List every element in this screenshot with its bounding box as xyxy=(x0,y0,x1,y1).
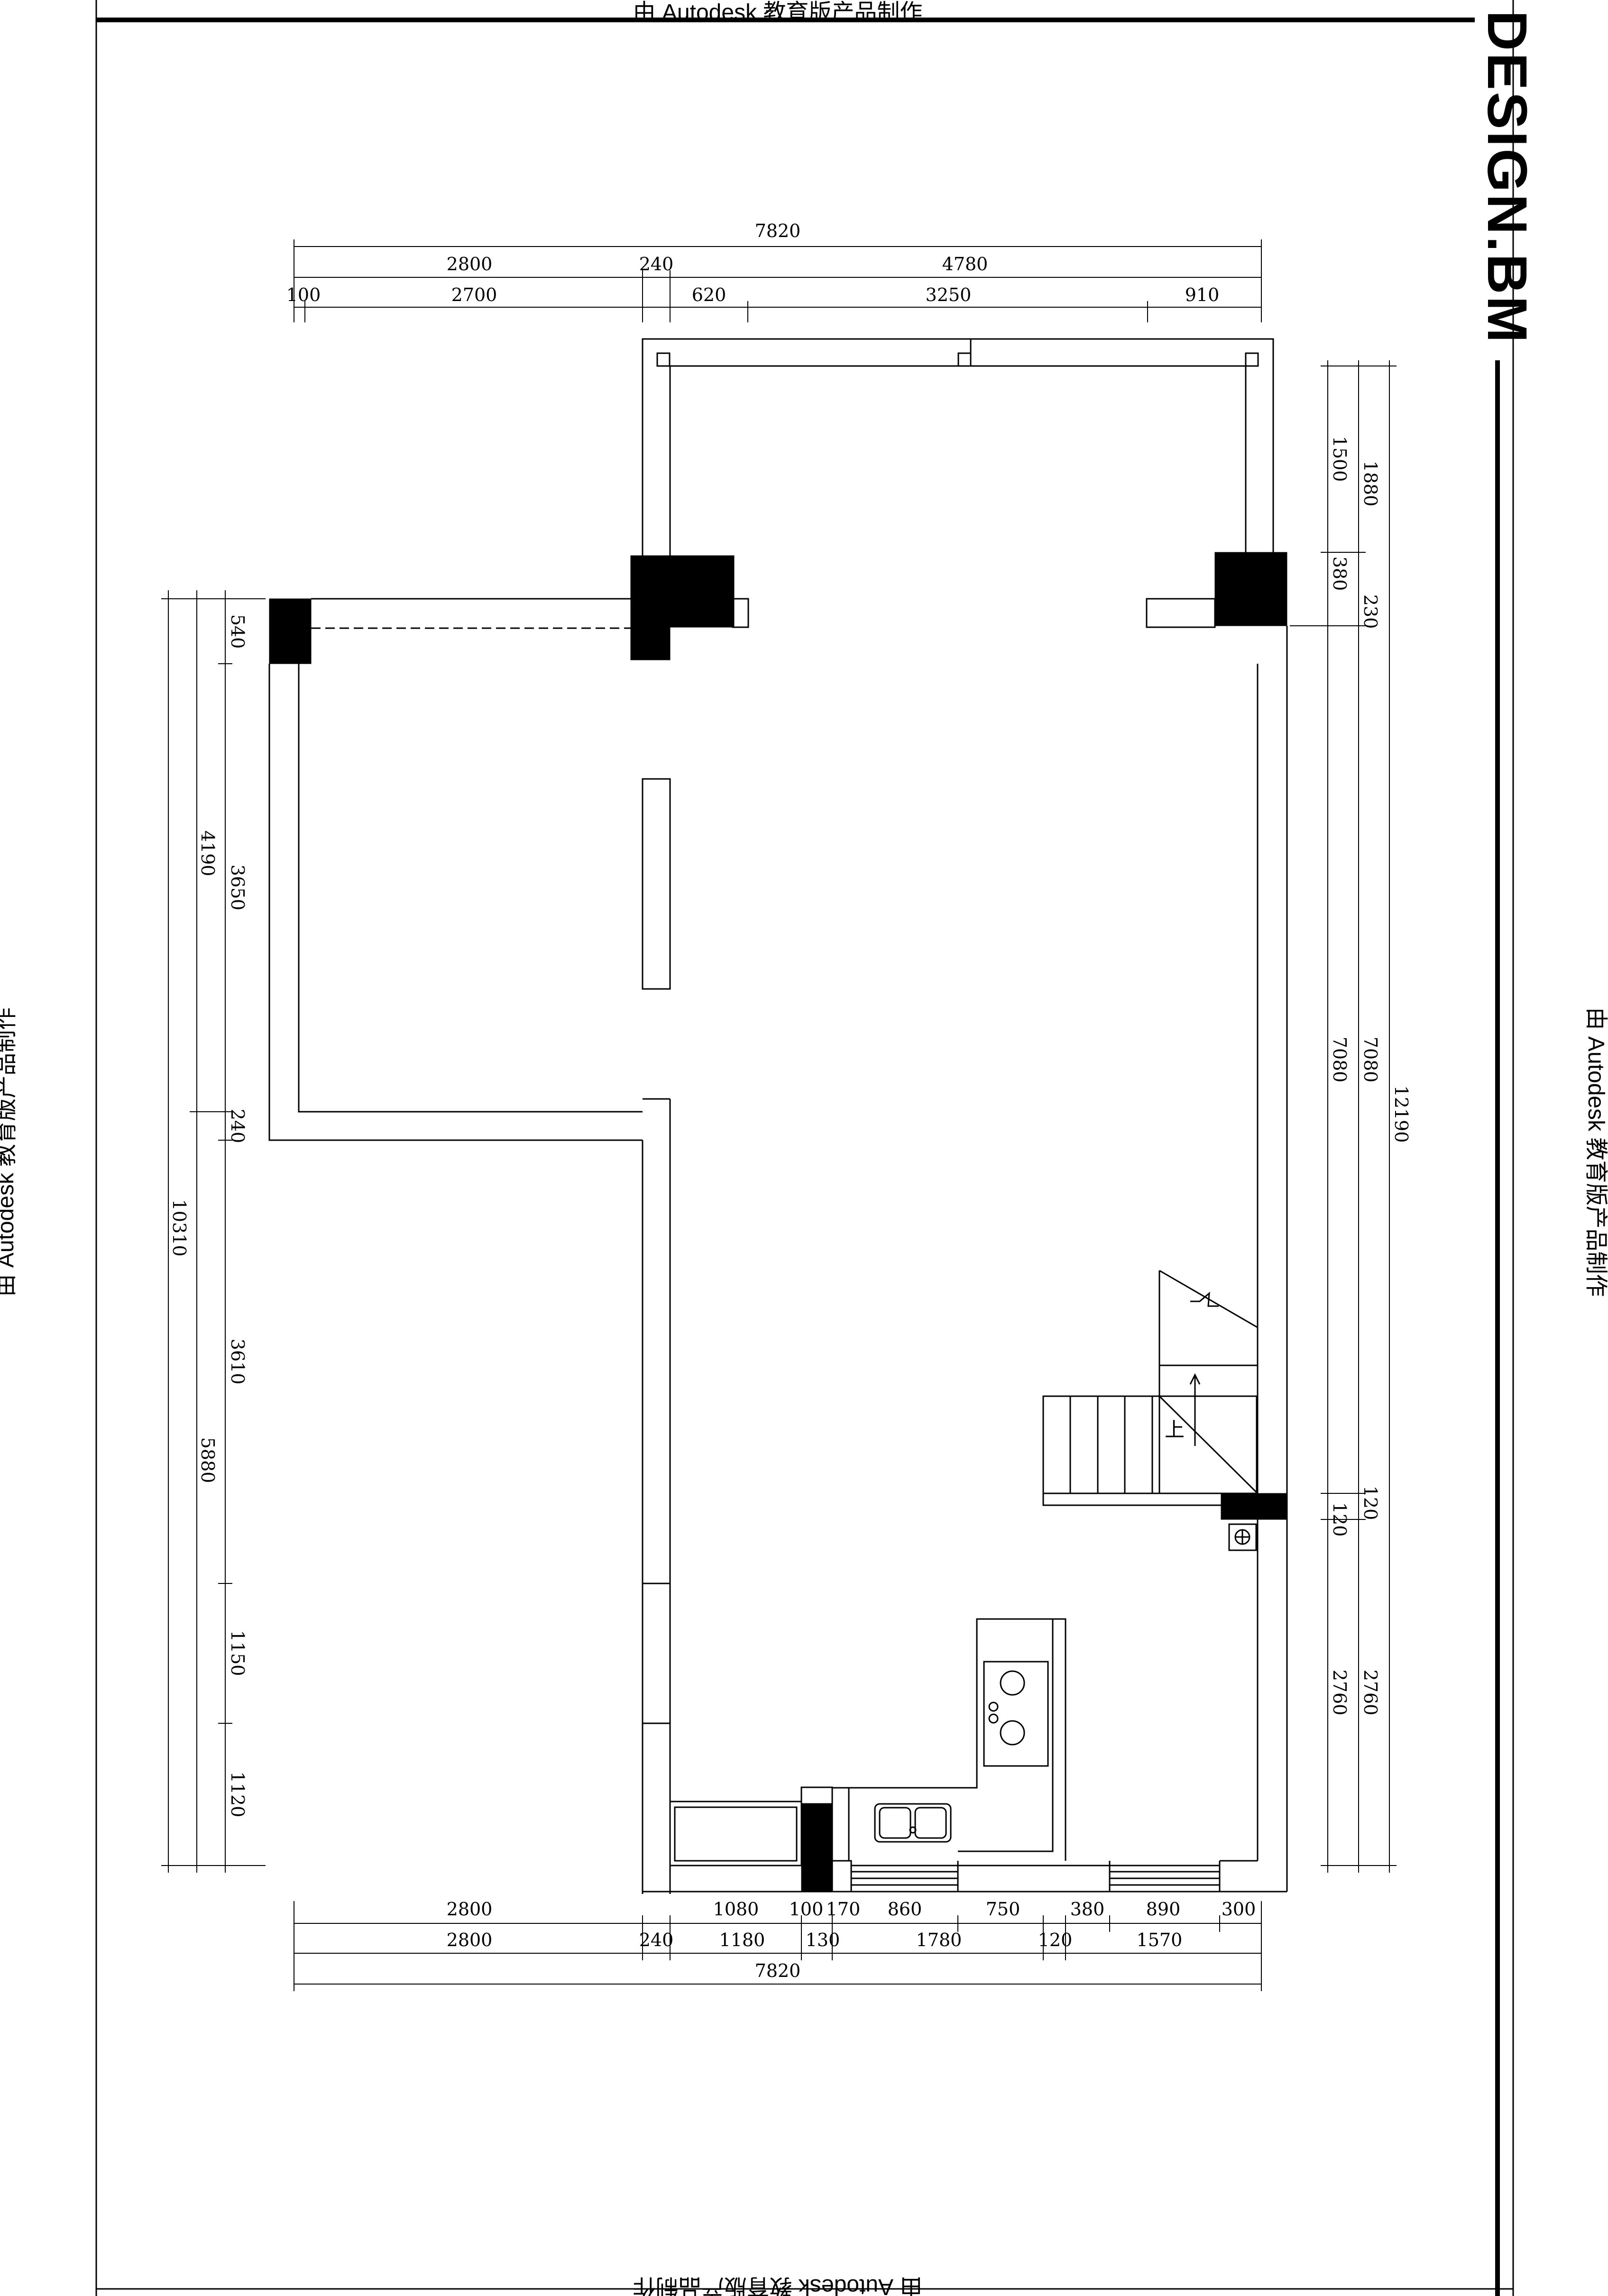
dim-top-r1-2: 4780 xyxy=(942,254,988,274)
dim-right-in-1: 380 xyxy=(1329,557,1350,591)
brand-logo: DESIGN.BM xyxy=(1476,10,1538,345)
dim-top-total: 7820 xyxy=(755,220,801,241)
dim-bot-total: 7820 xyxy=(755,1960,801,1981)
dim-right-mid-2: 7080 xyxy=(1360,1037,1381,1083)
dim-bot-r1-0: 2800 xyxy=(447,1899,493,1920)
dim-right-in-4: 2760 xyxy=(1329,1670,1350,1716)
dim-left-in-5: 1120 xyxy=(227,1772,248,1818)
watermark-right: 由 Autodesk 教育版产品制作 xyxy=(1583,1007,1608,1297)
dim-right-in-0: 1500 xyxy=(1329,436,1350,482)
dim-left-mid-1: 5880 xyxy=(197,1437,218,1483)
dim-right-outer: 12190 xyxy=(1391,1086,1412,1143)
dim-bot-r2-2: 1180 xyxy=(719,1930,765,1950)
columns xyxy=(269,552,1287,1892)
dim-bot-r2-4: 1780 xyxy=(916,1930,962,1950)
dim-bot-r2-3: 130 xyxy=(806,1930,840,1950)
dim-bot-r1-2: 100 xyxy=(789,1899,824,1920)
watermark-bottom: 由 Autodesk 教育版产品制作 xyxy=(633,2274,923,2296)
dim-top-r1-1: 240 xyxy=(639,254,674,274)
dim-right-mid-0: 1880 xyxy=(1360,461,1381,507)
dim-left-in-0: 540 xyxy=(227,614,248,649)
dim-left-in-3: 3610 xyxy=(227,1339,248,1385)
dim-left-in-4: 1150 xyxy=(227,1630,248,1676)
sheet-frame xyxy=(95,0,1514,2296)
dim-top-r2-1: 2700 xyxy=(451,284,497,305)
dim-bot-r2-5: 120 xyxy=(1038,1930,1073,1950)
dim-right-in-3: 120 xyxy=(1329,1502,1350,1537)
dim-left-outer: 10310 xyxy=(169,1199,190,1257)
dim-bot-r1-7: 890 xyxy=(1146,1899,1181,1920)
dim-bot-r1-3: 170 xyxy=(826,1899,861,1920)
dim-bot-r1-5: 750 xyxy=(986,1899,1020,1920)
dim-right-in-2: 7080 xyxy=(1329,1037,1350,1083)
dim-bot-r2-0: 2800 xyxy=(447,1930,493,1950)
stair-up-label: 上 xyxy=(1165,1418,1185,1441)
dim-bot-r1-4: 860 xyxy=(888,1899,922,1920)
watermark-top: 由 Autodesk 教育版产品制作 xyxy=(633,0,923,25)
dim-top-r1-0: 2800 xyxy=(447,254,493,274)
dim-top-r2-2: 620 xyxy=(692,284,726,305)
dim-left-in-1: 3650 xyxy=(227,865,248,911)
dim-left-in-2: 240 xyxy=(227,1109,248,1143)
dim-bot-r1-6: 380 xyxy=(1070,1899,1105,1920)
dim-top-r2-4: 910 xyxy=(1185,284,1220,305)
dim-bot-r2-6: 1570 xyxy=(1137,1930,1183,1950)
dim-bot-r2-1: 240 xyxy=(639,1930,674,1950)
dim-bot-r1-1: 1080 xyxy=(713,1899,759,1920)
dimension-lines xyxy=(161,239,1397,1991)
dim-left-mid-0: 4190 xyxy=(197,831,218,877)
dim-right-mid-1: 230 xyxy=(1360,595,1381,629)
dim-right-mid-3: 120 xyxy=(1360,1486,1381,1520)
dim-right-mid-4: 2760 xyxy=(1360,1670,1381,1716)
walls xyxy=(268,338,1288,1894)
dim-top-r2-3: 3250 xyxy=(926,284,972,305)
watermark-left: 由 Autodesk 教育版产品制作 xyxy=(0,1007,18,1297)
dim-bot-r1-8: 300 xyxy=(1222,1899,1256,1920)
dim-top-r2-0: 100 xyxy=(286,284,321,305)
